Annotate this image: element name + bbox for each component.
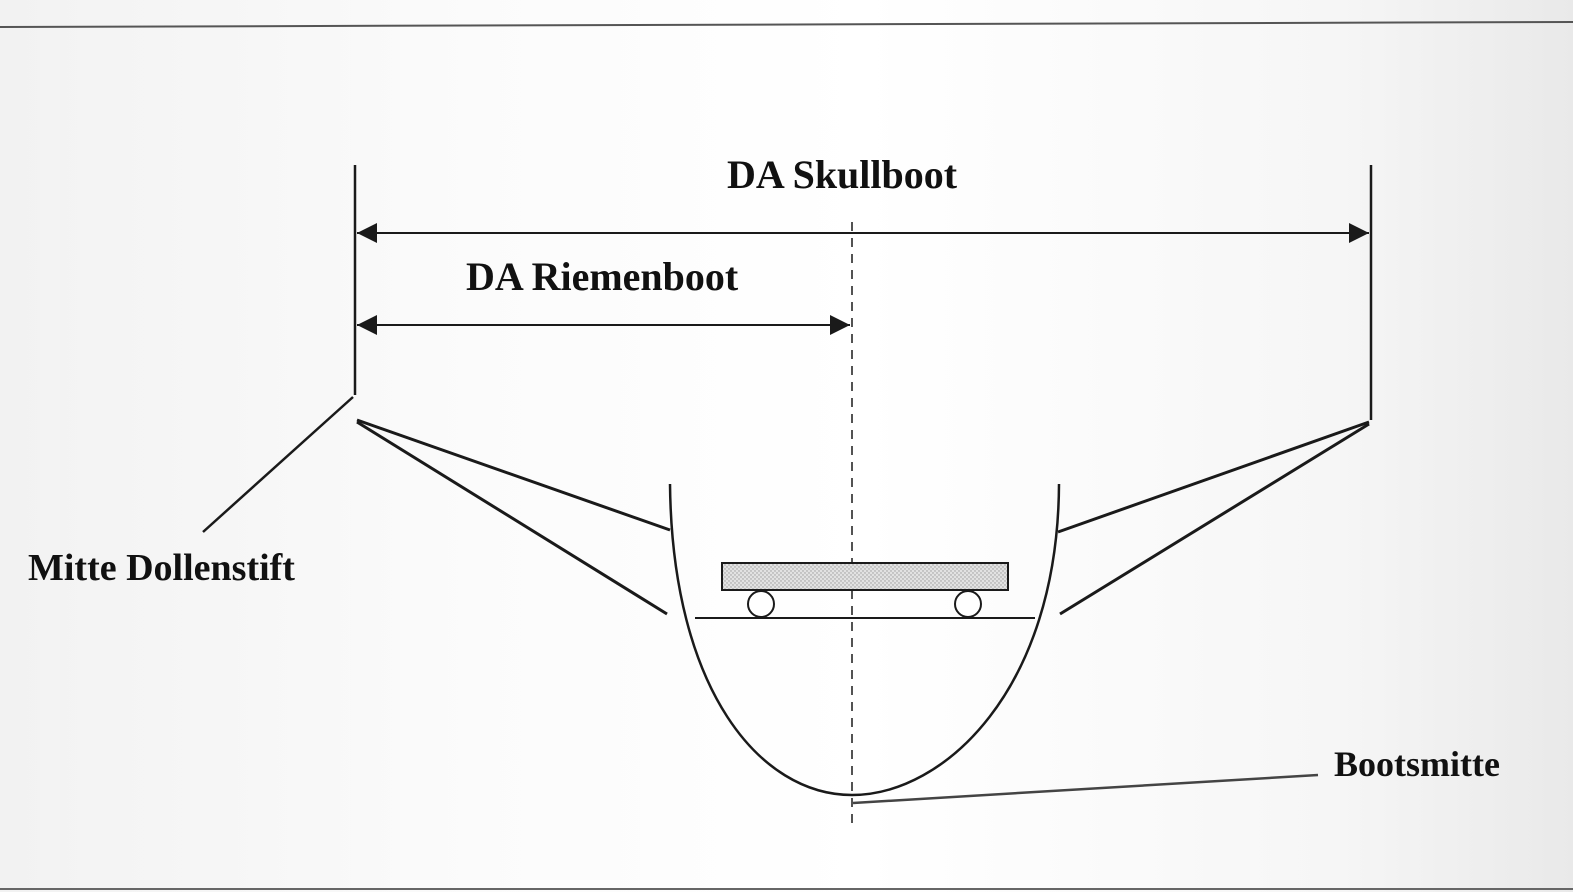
label-riemenboot: DA Riemenboot — [466, 254, 739, 299]
right-rigger-lower-strut — [1059, 422, 1370, 616]
label-bootsmitte: Bootsmitte — [1334, 744, 1500, 784]
label-mitte-dollenstift: Mitte Dollenstift — [28, 547, 295, 589]
left-rigger-upper-strut — [356, 418, 671, 532]
seat-wheel-left — [747, 590, 775, 618]
boat-hull — [668, 483, 1061, 797]
label-skullboot: DA Skullboot — [727, 152, 958, 197]
right-rigger-upper-strut — [1057, 420, 1370, 534]
frame-top-border — [0, 21, 1573, 28]
seat-wheel-right — [954, 590, 982, 618]
sliding-seat — [721, 562, 1009, 591]
center-leader-line — [852, 773, 1319, 805]
left-rigger-lower-strut — [356, 420, 668, 616]
pin-leader-line — [202, 396, 354, 533]
